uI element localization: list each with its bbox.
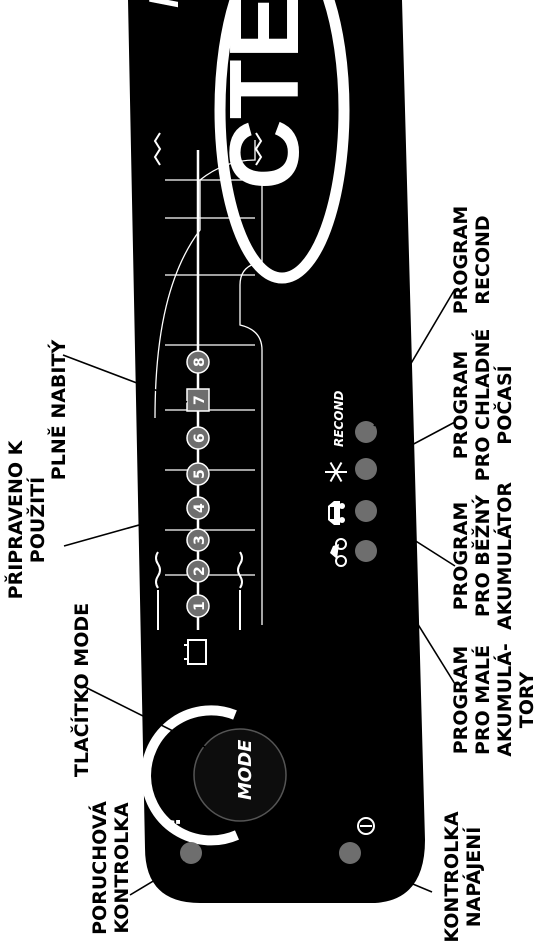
callout-small-battery-line-4: TORY (516, 672, 538, 729)
recond-label: RECOND (332, 391, 346, 447)
step-marker-1 (186, 594, 210, 618)
step-marker-5 (186, 462, 210, 486)
callout-cold-weather-line-3: POČASÍ (492, 365, 516, 444)
fault-indicator: ! (161, 817, 202, 864)
step-label-8: 8 (192, 357, 208, 367)
step-label-4: 4 (192, 503, 208, 513)
leader-full (62, 354, 188, 403)
callout-small-battery-line-1: PROGRAM (450, 646, 472, 755)
recond-program-led (355, 421, 377, 443)
battery-icon (184, 639, 207, 665)
step-markers: 1 2 3 4 5 6 7 8 (186, 350, 210, 618)
callout-recond: PROGRAM RECOND (450, 206, 494, 315)
program-icons: RECOND (325, 391, 347, 567)
callout-ready-line-1: PŘIPRAVENO K (4, 439, 27, 599)
charger-panel (128, 0, 425, 903)
ctek-logo: CTEK M (140, 0, 350, 284)
exclamation-icon: ! (161, 817, 186, 827)
callout-small-battery-line-3: AKUMULÁ- (493, 643, 516, 757)
callout-normal-battery-line-2: PRO BĚŽNÝ (470, 495, 494, 617)
small-battery-program-led (355, 540, 377, 562)
car-icon (328, 501, 345, 525)
callout-cold-weather-line-2: PRO CHLADNÉ (471, 329, 494, 482)
step-marker-7 (186, 388, 210, 412)
pulse-coils (153, 132, 263, 630)
callout-power-line-2: NAPÁJENÍ (462, 827, 485, 928)
callout-fault-line-1: PORUCHOVÁ (88, 801, 111, 935)
snowflake-icon (325, 461, 347, 483)
step-label-6: 6 (192, 433, 208, 443)
step-marker-3 (186, 528, 210, 552)
ripple-top (153, 132, 162, 166)
step-marker-8 (186, 350, 210, 374)
leader-fault (129, 861, 186, 896)
power-icon (357, 817, 375, 835)
callout-power: KONTROLKA NAPÁJENÍ (441, 811, 485, 942)
callout-normal-battery: PROGRAM PRO BĚŽNÝ AKUMULÁTOR (450, 482, 516, 630)
leader-cold-weather (377, 421, 456, 464)
power-indicator (339, 817, 375, 864)
motorcycle-icon (330, 538, 347, 567)
coil-bottom (237, 551, 243, 630)
leader-small-battery (377, 559, 456, 685)
leader-ready (63, 512, 183, 547)
callout-cold-weather-line-1: PROGRAM (450, 351, 472, 460)
step-marker-6 (186, 426, 210, 450)
leader-power (359, 861, 433, 893)
mode-button[interactable] (193, 728, 287, 822)
leader-normal-battery (377, 516, 456, 567)
mode-button-label: MODE (235, 739, 256, 800)
step-label-3: 3 (192, 535, 208, 545)
callout-full: PLNĚ NABITÝ (46, 340, 70, 481)
callout-recond-line-2: RECOND (472, 215, 494, 304)
mode-button-assembly: MODE (141, 705, 287, 846)
callout-power-line-1: KONTROLKA (441, 811, 463, 942)
model-name-fragment: M (140, 0, 187, 8)
callout-ready-line-2: POUŽITÍ (26, 477, 49, 563)
normal-battery-program-led (355, 500, 377, 522)
callout-normal-battery-line-3: AKUMULÁTOR (493, 482, 516, 630)
fault-led (180, 842, 202, 864)
step-marker-2 (186, 559, 210, 583)
leader-mode (84, 686, 206, 748)
power-led (339, 842, 361, 864)
callout-mode-line-1: TLAČÍTKO MODE (69, 603, 93, 777)
callout-mode-button: TLAČÍTKO MODE (69, 603, 93, 777)
callout-fault-line-2: KONTROLKA (111, 802, 133, 933)
cold-weather-program-led (355, 458, 377, 480)
callout-cold-weather: PROGRAM PRO CHLADNÉ POČASÍ (450, 329, 516, 482)
ctek-logo-text: CTEK (209, 0, 319, 190)
step-marker-4 (186, 496, 210, 520)
callout-full-line-1: PLNĚ NABITÝ (46, 340, 70, 481)
mode-button-ring (141, 705, 239, 846)
callout-normal-battery-line-1: PROGRAM (450, 502, 472, 611)
step-label-5: 5 (192, 469, 208, 479)
callout-small-battery: PROGRAM PRO MALÉ AKUMULÁ- TORY (450, 643, 538, 757)
coil-top (155, 551, 161, 630)
charging-curve (154, 140, 263, 625)
callout-small-battery-line-2: PRO MALÉ (471, 645, 494, 755)
ripple-bottom (254, 132, 263, 166)
step-label-2: 2 (192, 566, 208, 576)
callout-recond-line-1: PROGRAM (450, 206, 472, 315)
step-label-7: 7 (192, 395, 208, 405)
step-label-1: 1 (192, 601, 208, 611)
leader-recond (373, 288, 456, 427)
callout-ready: PŘIPRAVENO K POUŽITÍ (4, 439, 49, 599)
leader-lines (62, 288, 456, 896)
callout-fault: PORUCHOVÁ KONTROLKA (88, 801, 133, 935)
